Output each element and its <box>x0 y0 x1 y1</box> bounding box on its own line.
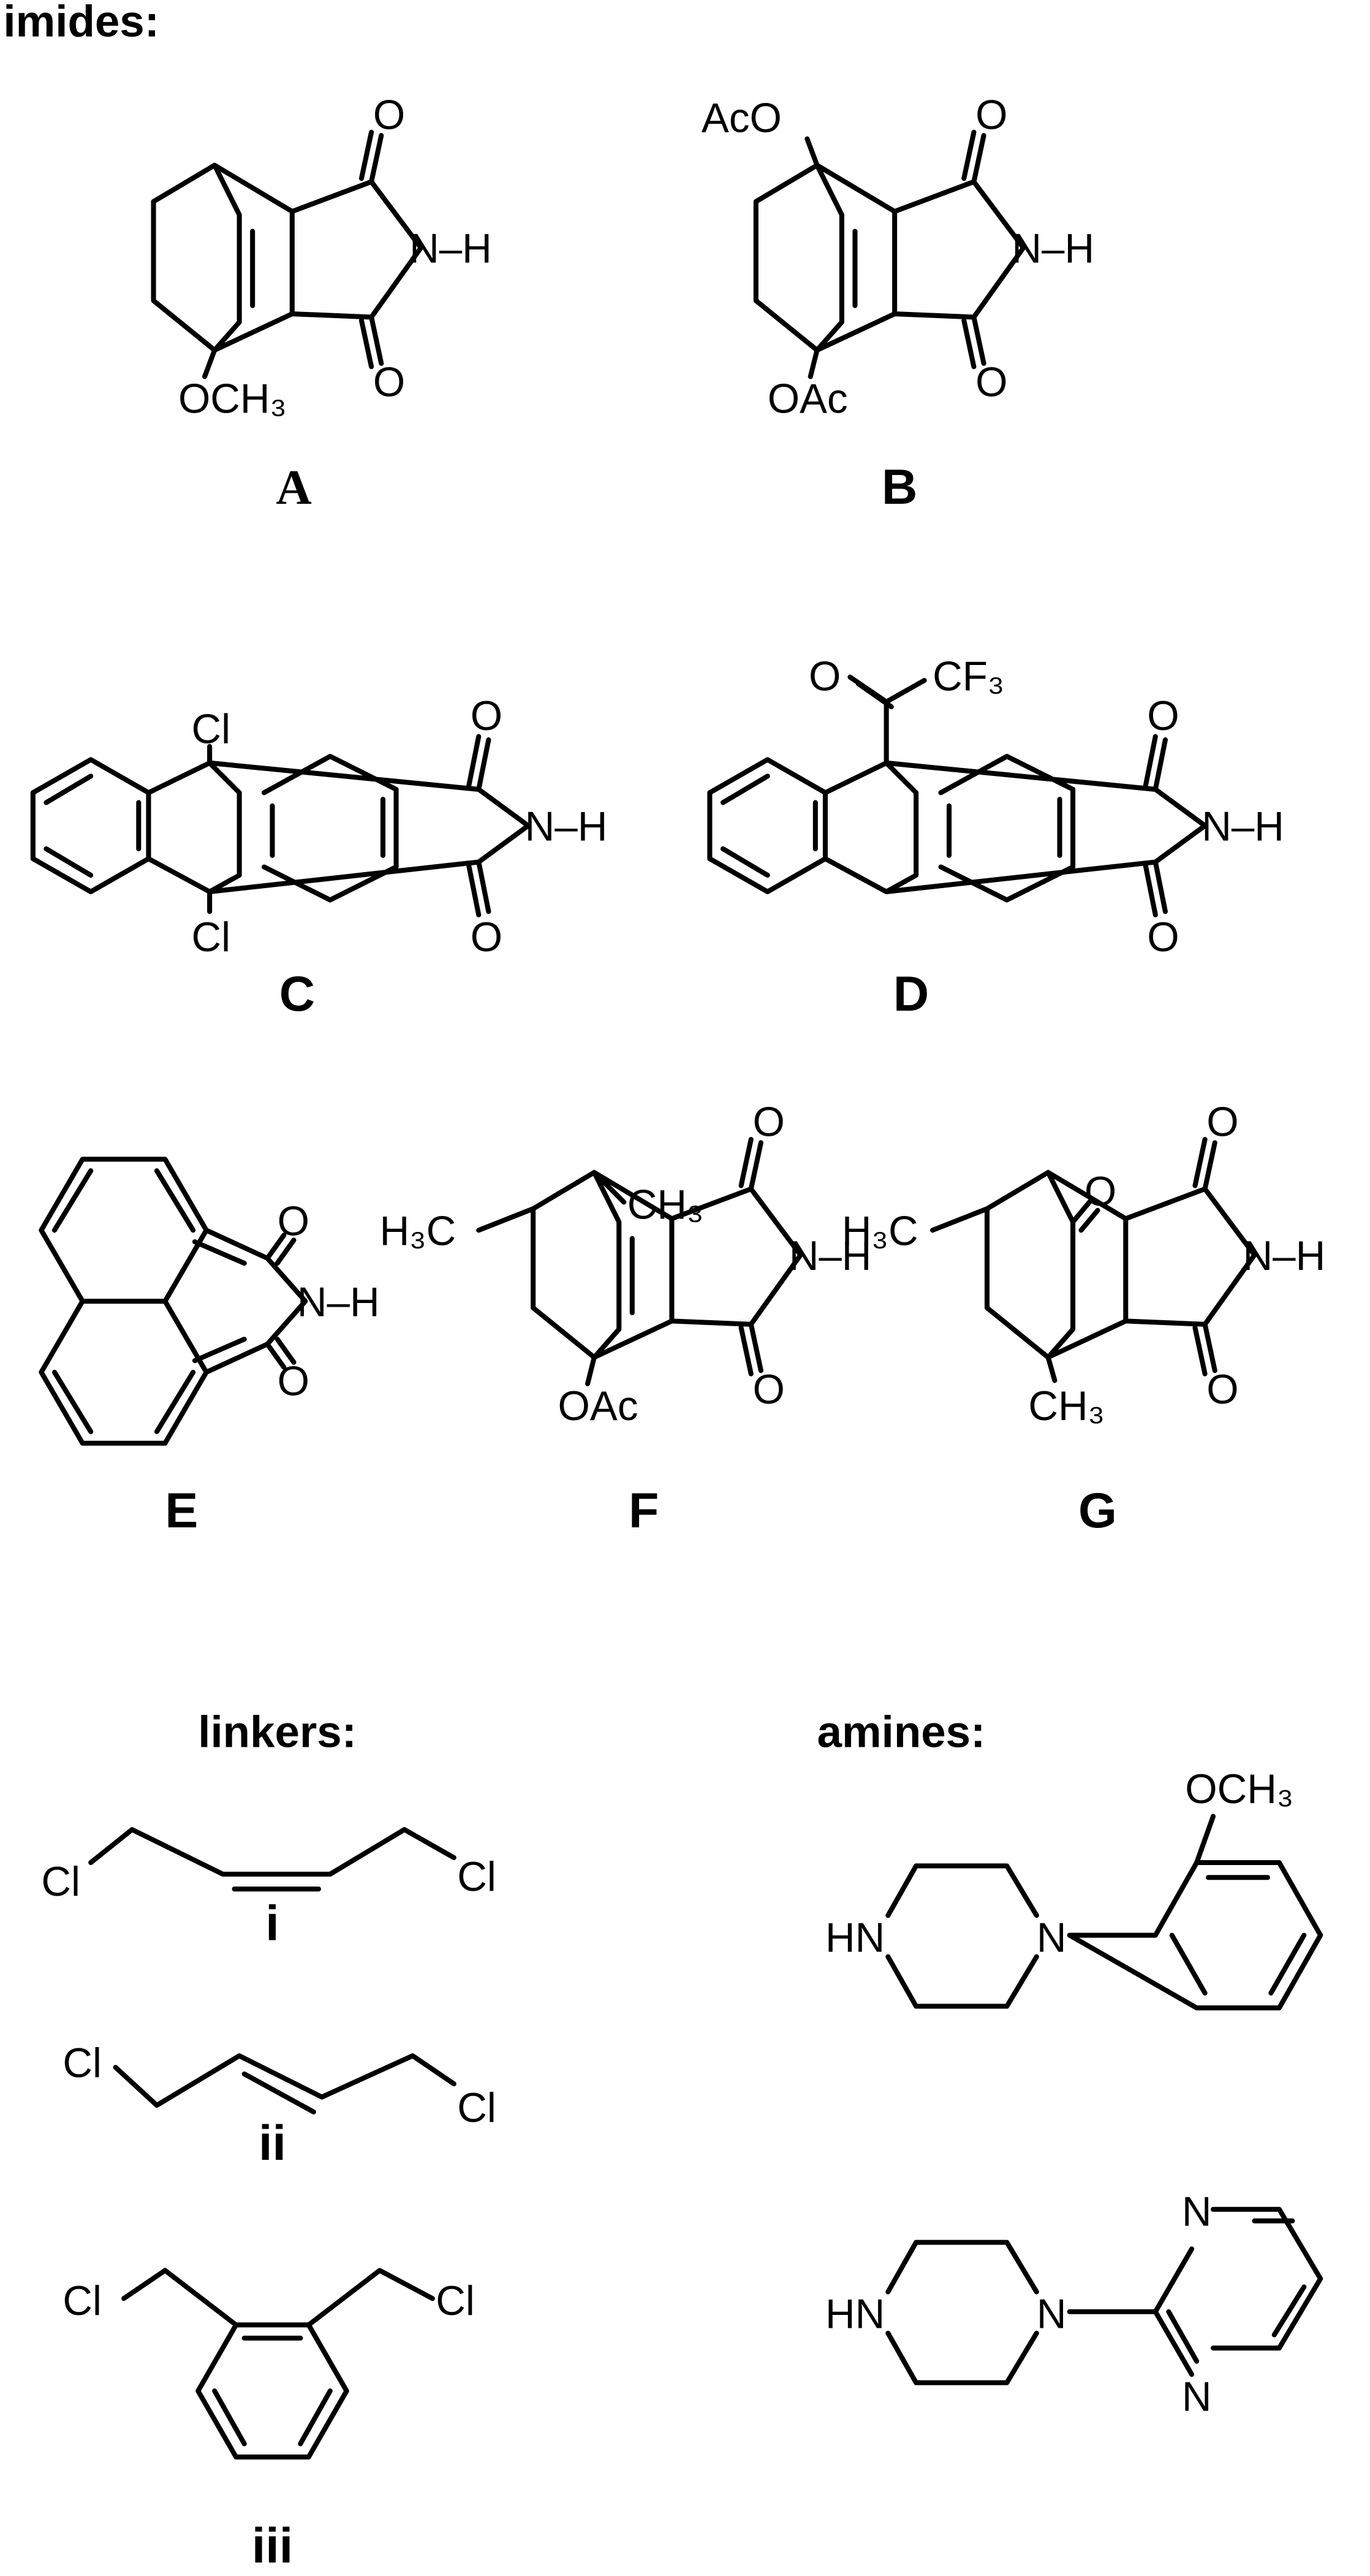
label-iii: iii <box>252 2518 293 2574</box>
imide-A: O O N–H OCH₃ A <box>151 92 492 515</box>
methyl-group-left: H₃C <box>380 1208 456 1254</box>
oxygen: O <box>1147 693 1179 739</box>
nh-group: N–H <box>409 226 492 272</box>
nh-group: N–H <box>1012 226 1094 272</box>
heading-linkers: linkers: <box>198 1707 357 1757</box>
acetoxy-group-bottom: OAc <box>768 376 848 422</box>
label-F: F <box>629 1483 659 1538</box>
oxygen: O <box>1206 1100 1238 1146</box>
imide-F: O O N–H H₃C CH₃ OAc F <box>380 1100 872 1538</box>
trifluoromethyl-group: CF₃ <box>933 653 1004 699</box>
label-i: i <box>265 1896 279 1951</box>
acetoxy-group: OAc <box>558 1383 638 1429</box>
imide-E: O O N–H E <box>39 1157 380 1538</box>
oxygen: O <box>278 1198 309 1244</box>
linker-ii: Cl Cl ii <box>62 2040 496 2171</box>
ketone-oxygen: O <box>1084 1169 1116 1215</box>
nh-group: N–H <box>297 1279 380 1325</box>
chlorine-bottom: Cl <box>192 914 231 960</box>
oxygen: O <box>373 360 405 406</box>
nh-group: N–H <box>1202 804 1284 849</box>
imide-C: Cl Cl O O N–H C <box>30 693 608 1022</box>
imide-G: O O O N–H H₃C CH₃ G <box>842 1100 1325 1538</box>
chlorine: Cl <box>436 2278 475 2324</box>
nitrogen: N <box>1037 2292 1067 2338</box>
oxygen: O <box>471 914 502 960</box>
heading-imides: imides: <box>3 0 159 46</box>
nitrogen: N <box>1037 1915 1067 1961</box>
methoxy-group: OCH₃ <box>1185 1766 1293 1812</box>
oxygen: O <box>471 693 502 739</box>
label-A: A <box>276 460 311 515</box>
heading-amines: amines: <box>817 1707 986 1757</box>
label-B: B <box>882 460 917 515</box>
oxygen: O <box>373 92 405 138</box>
label-ii: ii <box>259 2116 286 2171</box>
oxygen: O <box>1147 914 1179 960</box>
label-G: G <box>1078 1483 1117 1538</box>
label-C: C <box>279 967 315 1022</box>
methoxy-group: OCH₃ <box>178 376 287 422</box>
label-D: D <box>893 967 929 1022</box>
label-E: E <box>165 1483 198 1538</box>
amine-pyrimidinylpiperazine: HN N N N <box>825 2189 1323 2420</box>
oxygen: O <box>1206 1367 1238 1413</box>
oxygen: O <box>975 92 1007 138</box>
pyrimidine-nitrogen-bottom: N <box>1182 2374 1212 2420</box>
oxygen: O <box>752 1100 784 1146</box>
amine-methoxyphenylpiperazine: HN N OCH₃ <box>825 1766 1323 2011</box>
oxygen: O <box>975 360 1007 406</box>
methyl-group-left: H₃C <box>842 1208 918 1254</box>
linker-i: Cl Cl i <box>41 1827 496 1951</box>
nh-group: N–H <box>525 804 608 849</box>
imide-B: O O N–H AcO OAc B <box>702 92 1094 515</box>
methyl-group-bottom: CH₃ <box>1028 1383 1105 1429</box>
chlorine-top: Cl <box>192 706 231 752</box>
chlorine: Cl <box>457 1854 496 1900</box>
oxygen: O <box>278 1359 309 1405</box>
imide-D: O CF₃ O O N–H D <box>707 653 1284 1022</box>
linker-iii: Cl Cl iii <box>62 2268 475 2574</box>
chlorine: Cl <box>457 2085 496 2131</box>
nh-group: N–H <box>789 1233 872 1279</box>
chlorine: Cl <box>62 2278 102 2324</box>
chlorine: Cl <box>62 2040 102 2086</box>
chlorine: Cl <box>41 1859 80 1905</box>
nh-group: N–H <box>1243 1233 1326 1279</box>
oxygen: O <box>752 1367 784 1413</box>
nh-group: HN <box>825 2292 885 2338</box>
ketone-oxygen: O <box>809 653 841 699</box>
acetoxy-group-top: AcO <box>702 96 782 142</box>
nh-group: HN <box>825 1915 885 1961</box>
pyrimidine-nitrogen-top: N <box>1182 2189 1212 2235</box>
methyl-group-top: CH₃ <box>627 1182 704 1228</box>
